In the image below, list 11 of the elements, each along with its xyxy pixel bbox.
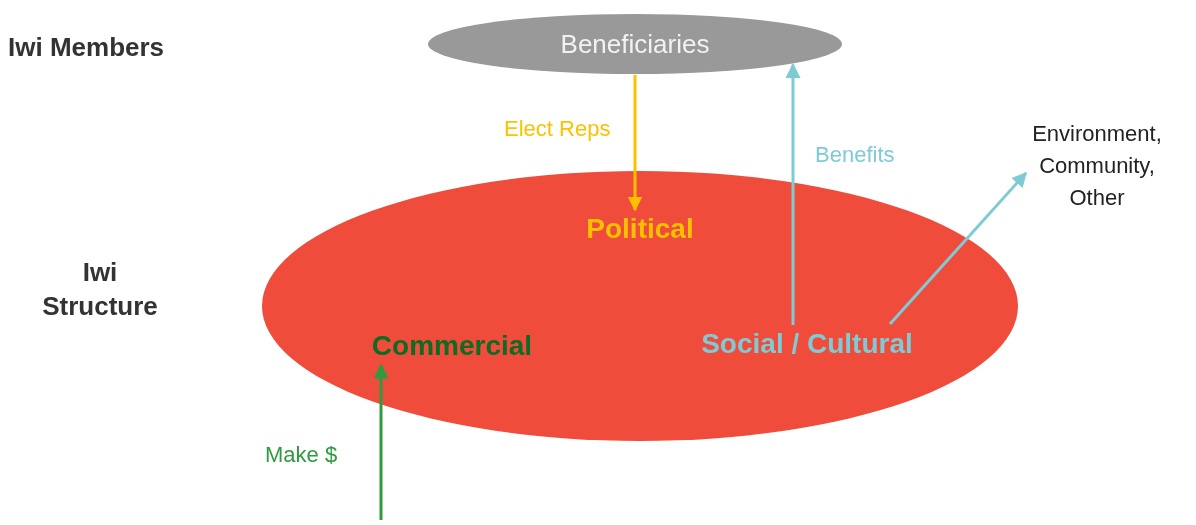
arrow: [888, 171, 1028, 325]
row-label: Iwi Structure: [41, 256, 159, 323]
node-label: Commercial: [352, 328, 552, 364]
arrow: [627, 75, 643, 212]
row-label: Iwi Members: [8, 31, 166, 64]
ellipse-node: Beneficiaries: [428, 14, 842, 74]
node-label: Environment, Community, Other: [1030, 118, 1164, 214]
node-label: Social / Cultural: [682, 326, 932, 362]
arrow: [373, 363, 389, 520]
arrow: [785, 62, 801, 325]
node-label: Political: [562, 211, 718, 247]
